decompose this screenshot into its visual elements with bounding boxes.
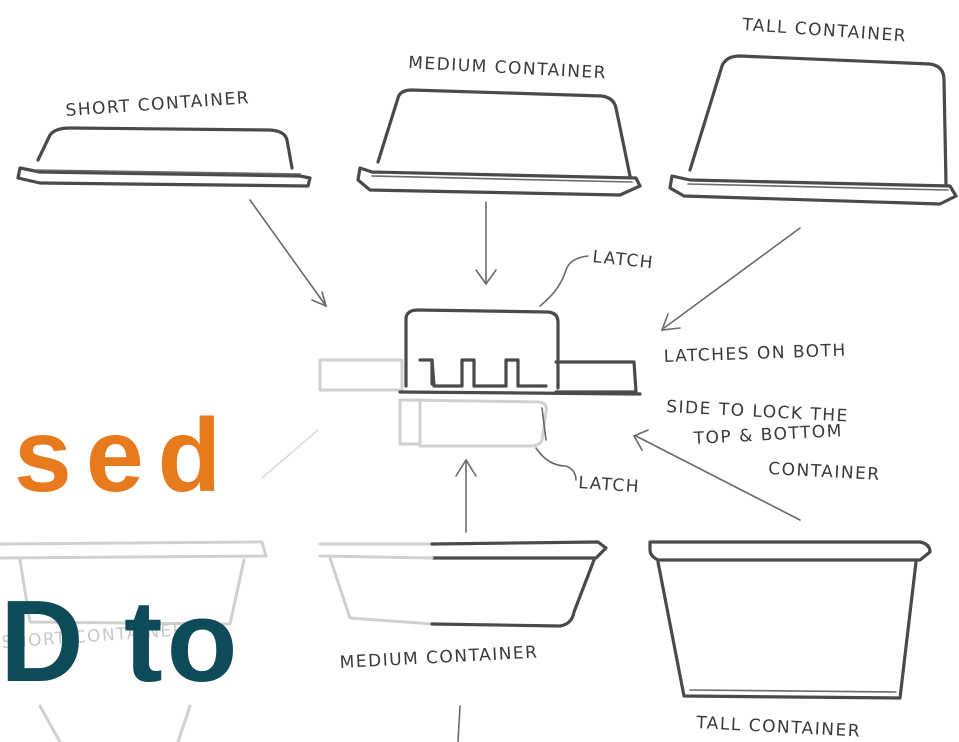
short-container-label: SHORT CONTAINER (65, 88, 251, 121)
note-line-4: CONTAINER (768, 459, 881, 485)
tall-container-base (650, 542, 930, 698)
tall-container-lid (670, 56, 956, 204)
medium-container-bottom-label: MEDIUM CONTAINER (339, 643, 539, 673)
note-line-1: LATCHES ON BOTH (663, 341, 847, 367)
headline-line-1: sed (14, 404, 235, 508)
note-line-3: TOP & BOTTOM (692, 421, 843, 449)
medium-container-lid (358, 90, 640, 195)
medium-container-base (320, 542, 606, 742)
arrows (250, 200, 800, 532)
latch-top-label: LATCH (591, 247, 654, 273)
medium-container-label: MEDIUM CONTAINER (408, 53, 608, 83)
tall-container-bottom-label: TALL CONTAINER (695, 713, 862, 742)
latch-bottom-label: LATCH (578, 473, 641, 497)
short-container-lid (18, 128, 310, 186)
headline-line-2: D to (0, 583, 242, 699)
tall-container-label: TALL CONTAINER (741, 15, 908, 47)
latch-detail (320, 256, 640, 480)
